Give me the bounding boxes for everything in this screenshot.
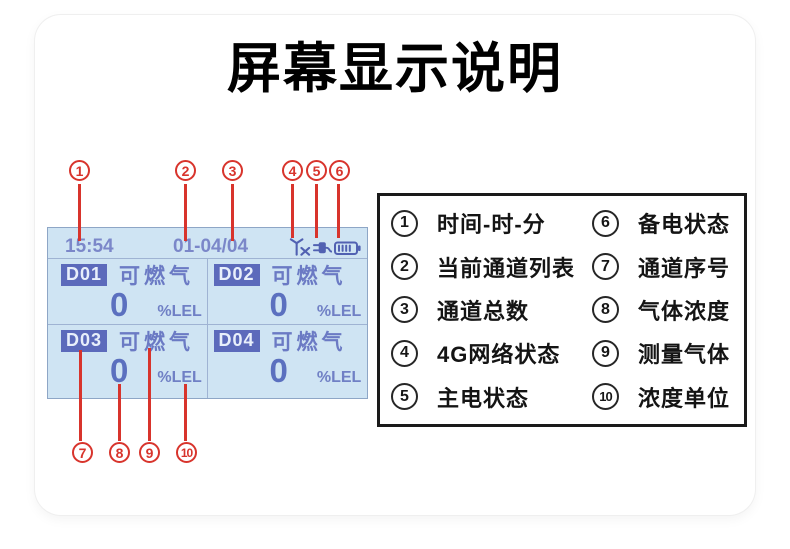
legend-item-1: 1 时间-时-分 [391,207,546,239]
gas-value: 0 [110,352,129,389]
callout-line-6 [337,184,340,238]
callout-line-2 [184,184,187,241]
legend-label-2: 当前通道列表 [437,255,576,281]
channel-id-chip: D01 [61,264,108,286]
legend-item-6: 6 备电状态 [592,207,730,239]
legend-item-5: 5 主电状态 [391,381,529,413]
callout-circle-8: 8 [109,442,130,463]
callout-line-5 [315,184,318,238]
gas-value: 0 [110,286,129,323]
legend-label-7: 通道序号 [638,255,731,281]
legend-row: 3 通道总数 8 气体浓度 [380,290,744,330]
callout-circle-5: 5 [306,160,327,181]
legend-item-8: 8 气体浓度 [592,294,730,326]
channel-cell-d03: D03 可燃气 0 %LEL [48,325,208,398]
legend-row: 4 4G网络状态 9 测量气体 [380,333,744,373]
legend-number-9: 9 [592,339,619,367]
channel-list-display: 01-04/04 [173,236,249,257]
gas-unit: %LEL [316,369,362,386]
callout-circle-3: 3 [222,160,243,181]
channel-cell-d02: D02 可燃气 0 %LEL [207,259,367,325]
legend-number-4: 4 [391,339,418,367]
legend-row: 2 当前通道列表 7 通道序号 [380,247,744,287]
legend-number-2: 2 [391,253,418,281]
legend-label-4: 4G网络状态 [437,342,561,368]
legend-label-8: 气体浓度 [638,298,731,324]
no-4g-signal-antenna-icon [289,238,311,256]
time-display: 15:54 [65,236,114,257]
callout-circle-6: 6 [329,160,350,181]
legend-box: 1 时间-时-分 6 备电状态 2 当前通道列表 7 通道序号 3 通道总数 [377,193,747,427]
channel-cell-d01: D01 可燃气 0 %LEL [48,259,208,325]
legend-item-10: 10 浓度单位 [592,381,730,413]
legend-number-7: 7 [592,253,619,281]
lcd-screen: 15:54 01-04/04 [47,227,368,399]
legend-label-9: 测量气体 [638,342,731,368]
legend-item-7: 7 通道序号 [592,251,730,283]
gas-name: 可燃气 [119,265,195,288]
legend-label-5: 主电状态 [437,385,530,411]
callout-line-8 [118,384,121,441]
callout-circle-2: 2 [175,160,196,181]
callout-circle-9: 9 [139,442,160,463]
gas-name: 可燃气 [271,331,347,354]
main-power-plug-icon [313,239,332,256]
gas-name: 可燃气 [119,331,195,354]
callout-line-1 [78,184,81,241]
channel-id-chip: D04 [213,330,260,352]
legend-number-8: 8 [592,296,619,324]
legend-item-4: 4 4G网络状态 [391,337,560,369]
legend-item-2: 2 当前通道列表 [391,251,575,283]
legend-row: 5 主电状态 10 浓度单位 [380,377,744,417]
legend-item-9: 9 测量气体 [592,337,730,369]
callout-circle-1: 1 [69,160,90,181]
legend-number-1: 1 [391,209,418,237]
gas-value: 0 [269,352,288,389]
callout-line-4 [291,184,294,238]
callout-line-7 [79,350,82,441]
legend-number-6: 6 [592,209,619,237]
gas-value: 0 [269,286,288,323]
legend-label-3: 通道总数 [437,298,530,324]
backup-battery-icon [334,240,361,256]
legend-label-1: 时间-时-分 [437,212,546,238]
figure-title: 屏幕显示说明 [227,39,563,99]
legend-item-3: 3 通道总数 [391,294,529,326]
channel-cell-d04: D04 可燃气 0 %LEL [208,325,368,398]
callout-circle-7: 7 [72,442,93,463]
legend-number-3: 3 [391,296,418,324]
legend-label-10: 浓度单位 [638,385,731,411]
callout-circle-10: 10 [176,442,197,463]
gas-name: 可燃气 [271,265,347,288]
callout-line-10 [184,384,187,441]
channel-id-chip: D03 [61,330,108,352]
callout-line-9 [148,348,151,441]
legend-number-5: 5 [391,383,418,411]
channel-id-chip: D02 [213,264,260,286]
channel-grid: D01 可燃气 0 %LEL D02 可燃气 0 %LEL [48,259,367,398]
gas-unit: %LEL [316,303,362,320]
status-icons [289,238,361,256]
gas-unit: %LEL [157,303,202,320]
legend-label-6: 备电状态 [638,212,731,238]
gas-unit: %LEL [157,369,202,386]
callout-circle-4: 4 [282,160,303,181]
legend-row: 1 时间-时-分 6 备电状态 [380,203,744,243]
lcd-status-bar: 15:54 01-04/04 [48,228,367,259]
callout-line-3 [231,184,234,241]
legend-number-10: 10 [592,383,619,411]
